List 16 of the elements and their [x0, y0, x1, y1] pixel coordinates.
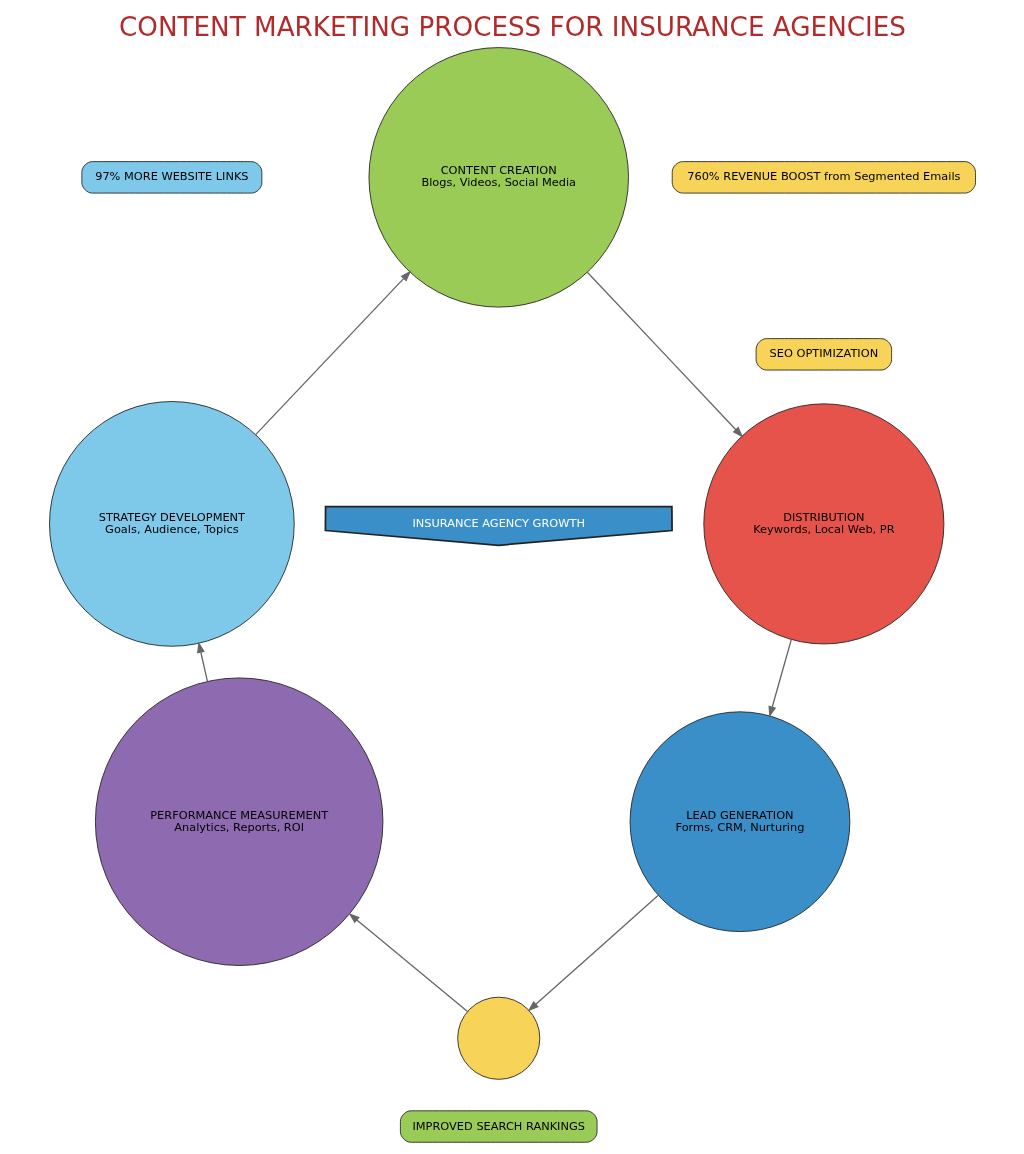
node-box: 760% REVENUE BOOST from Segmented Emails	[671, 161, 976, 194]
node-box: SEO OPTIMIZATION	[755, 338, 892, 371]
node-circle: LEAD GENERATION Forms, CRM, Nurturing	[629, 711, 850, 933]
node-circle: PERFORMANCE MEASUREMENT Analytics, Reports, ROI	[94, 677, 383, 966]
arrow	[347, 913, 468, 1013]
node-circle: STRATEGY DEVELOPMENT Goals, Audience, Topics	[48, 401, 295, 647]
node-box: IMPROVED SEARCH RANKINGS	[399, 1110, 597, 1143]
arrow	[196, 641, 208, 682]
arrow	[527, 894, 659, 1012]
diagram-title: CONTENT MARKETING PROCESS FOR INSURANCE AGENCIES	[118, 12, 906, 43]
node-box: 97% MORE WEBSITE LINKS	[80, 161, 262, 194]
node-circle: DISTRIBUTION Keywords, Local Web, PR	[702, 403, 944, 645]
arrow	[768, 639, 792, 718]
arrow	[586, 271, 743, 438]
arrow	[254, 270, 411, 436]
node-circle: CONTENT CREATION Blogs, Videos, Social Media	[368, 47, 629, 308]
